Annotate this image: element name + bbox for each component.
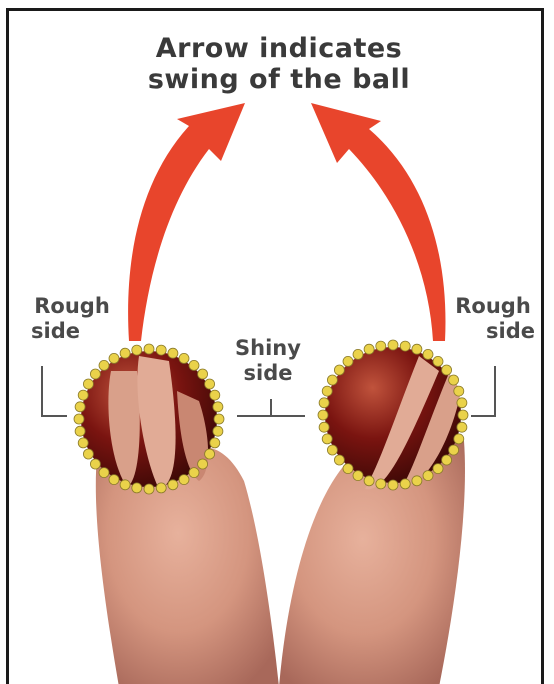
seam-dot [144, 484, 154, 494]
seam-dot [353, 471, 363, 481]
rough-left-line-2: side [27, 319, 117, 344]
seam-dot [457, 398, 467, 408]
seam-dot [168, 348, 178, 358]
seam-dot [83, 449, 93, 459]
seam-dot [376, 479, 386, 489]
shiny-line-1: Shiny [223, 336, 313, 361]
seam-dot [318, 410, 328, 420]
seam-dot [179, 475, 189, 485]
seam-dot [109, 353, 119, 363]
rough-left-line-1: Rough [27, 294, 117, 319]
seam-dot [90, 459, 100, 469]
seam-dot [433, 464, 443, 474]
seam-dot [144, 344, 154, 354]
seam-dot [388, 480, 398, 490]
seam-dot [400, 341, 410, 351]
seam-dot [168, 480, 178, 490]
seam-dot [327, 375, 337, 385]
right-swing-arrow [311, 103, 445, 341]
seam-dot [458, 410, 468, 420]
seam-dot [205, 379, 215, 389]
diagram-title: Arrow indicates swing of the ball [99, 33, 459, 95]
seam-dot [449, 375, 459, 385]
seam-dot [388, 340, 398, 350]
seam-dot [78, 390, 88, 400]
diagram-frame: Arrow indicates swing of the ball Rough … [6, 8, 544, 684]
seam-dot [132, 345, 142, 355]
seam-dot [189, 360, 199, 370]
seam-dot [205, 449, 215, 459]
rough-side-right-label: Rough side [447, 294, 539, 344]
shiny-line-2: side [223, 361, 313, 386]
rough-right-bracket [471, 366, 495, 416]
left-hand [81, 351, 279, 684]
seam-dot [99, 360, 109, 370]
seam-dot [376, 341, 386, 351]
seam-dot [120, 348, 130, 358]
title-line-2: swing of the ball [99, 64, 459, 95]
seam-dot [156, 345, 166, 355]
shiny-side-label: Shiny side [223, 336, 313, 386]
seam-dot [457, 422, 467, 432]
seam-dot [214, 414, 224, 424]
seam-dot [210, 390, 220, 400]
seam-dot [213, 402, 223, 412]
seam-dot [442, 365, 452, 375]
rough-right-line-2: side [447, 319, 539, 344]
seam-dot [210, 438, 220, 448]
seam-dot [198, 369, 208, 379]
seam-dot [364, 344, 374, 354]
seam-dot [109, 475, 119, 485]
seam-dot [319, 422, 329, 432]
left-swing-arrow [128, 103, 245, 341]
rough-right-line-1: Rough [447, 294, 539, 319]
seam-dot [412, 344, 422, 354]
seam-dot [400, 479, 410, 489]
seam-dot [353, 349, 363, 359]
rough-side-left-label: Rough side [27, 294, 117, 344]
seam-dot [433, 356, 443, 366]
seam-dot [442, 455, 452, 465]
seam-dot [454, 434, 464, 444]
seam-dot [99, 468, 109, 478]
seam-dot [90, 369, 100, 379]
seam-dot [343, 356, 353, 366]
seam-dot [449, 445, 459, 455]
seam-dot [74, 414, 84, 424]
seam-dot [213, 426, 223, 436]
seam-dot [75, 402, 85, 412]
seam-dot [454, 386, 464, 396]
seam-dot [322, 386, 332, 396]
seam-dot [334, 455, 344, 465]
seam-dot [132, 483, 142, 493]
seam-dot [78, 438, 88, 448]
seam-dot [120, 480, 130, 490]
seam-dot [189, 468, 199, 478]
seam-dot [198, 459, 208, 469]
title-line-1: Arrow indicates [99, 33, 459, 64]
right-hand [279, 347, 465, 684]
rough-left-bracket [42, 366, 67, 416]
seam-dot [75, 426, 85, 436]
seam-dot [327, 445, 337, 455]
shiny-bracket [237, 399, 305, 416]
seam-dot [423, 471, 433, 481]
seam-dot [412, 476, 422, 486]
seam-dot [343, 464, 353, 474]
seam-dot [334, 365, 344, 375]
seam-dot [423, 349, 433, 359]
seam-dot [179, 353, 189, 363]
seam-dot [319, 398, 329, 408]
seam-dot [322, 434, 332, 444]
seam-dot [83, 379, 93, 389]
seam-dot [156, 483, 166, 493]
seam-dot [364, 476, 374, 486]
